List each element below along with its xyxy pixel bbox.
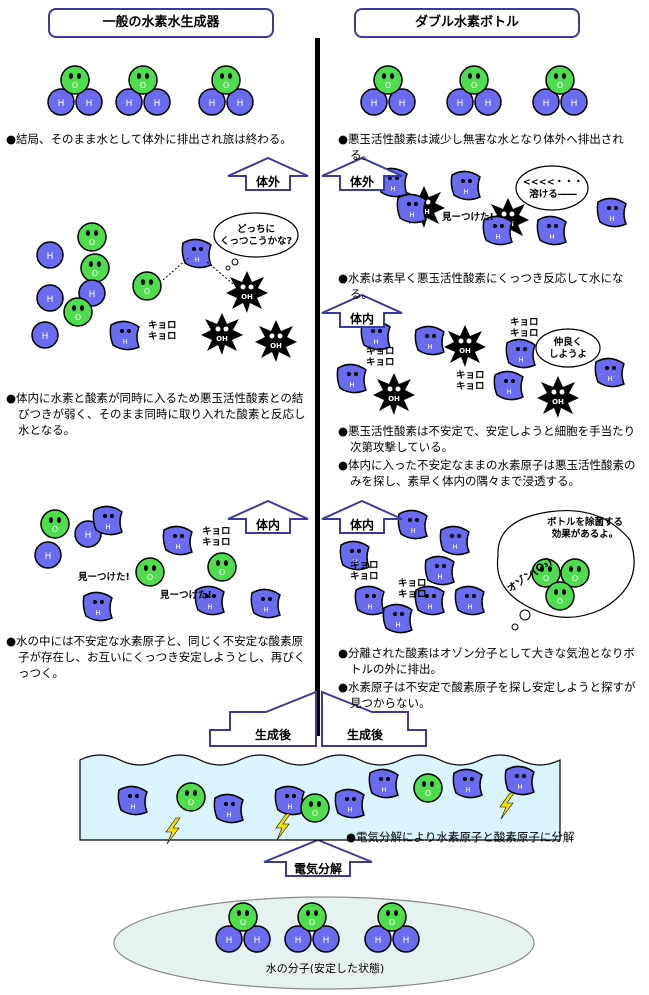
water-molecule bbox=[533, 66, 587, 115]
bottle-bubble-text: ボトルを除菌する 効果があるよ。 bbox=[546, 517, 623, 540]
hydrogen-atom bbox=[34, 541, 62, 569]
oxygen-atom bbox=[300, 793, 330, 823]
hydrogen-blob bbox=[181, 238, 212, 269]
hydrogen-blob bbox=[505, 338, 536, 369]
hydrogen-blob bbox=[450, 170, 481, 201]
hydrogen-blob bbox=[594, 357, 625, 388]
oxygen-atom bbox=[176, 782, 206, 812]
arrow-electrolysis bbox=[263, 838, 373, 877]
hydrogen-blob bbox=[439, 525, 470, 556]
hydrogen-atom bbox=[36, 241, 64, 269]
hydrogen-blob bbox=[109, 320, 140, 351]
oxygen-atom bbox=[207, 552, 237, 582]
left-kyoro-2: キョロ キョロ bbox=[202, 526, 231, 548]
hydrogen-blob bbox=[504, 765, 535, 796]
hydrogen-blob bbox=[536, 215, 567, 246]
hydrogen-blob bbox=[596, 197, 627, 228]
right-note-low2: 水素原子は不安定で酸素原子を探し安定しようと探すが見つからない。 bbox=[338, 679, 638, 711]
ozone-oxygen-atom bbox=[545, 581, 575, 611]
center-divider bbox=[315, 38, 320, 736]
hydrogen-blob bbox=[82, 591, 113, 622]
water-molecule bbox=[116, 66, 170, 115]
hydrogen-blob bbox=[250, 588, 281, 619]
right-mitsuketa: 見ーつけた! bbox=[442, 212, 494, 223]
left-header: 一般の水素水生成器 bbox=[48, 8, 274, 38]
hydrogen-blob bbox=[424, 555, 455, 586]
right-header: ダブル水素ボトル bbox=[354, 8, 580, 38]
hydrogen-blob bbox=[117, 785, 148, 816]
hydrogen-blob bbox=[368, 768, 399, 799]
hydrogen-blob bbox=[396, 193, 427, 224]
hydrogen-atom bbox=[36, 284, 64, 312]
hydrogen-blob bbox=[274, 785, 305, 816]
water-molecule bbox=[361, 66, 415, 115]
hydrogen-blob bbox=[354, 585, 385, 616]
oxygen-atom bbox=[63, 297, 93, 327]
oxygen-atom bbox=[413, 773, 443, 803]
right-bubble-top-text: <<<<・・・ 溶ける―― bbox=[522, 177, 584, 200]
oxygen-atom bbox=[77, 222, 107, 252]
hydrogen-blob bbox=[162, 525, 193, 556]
right-note-mid: 悪玉活性酸素は不安定で、安定しようと細胞を手当たり次第攻撃している。 体内に入っ… bbox=[338, 423, 638, 491]
right-note-low: 分離された酸素はオゾン分子として大きな気泡となりボトルの外に排出。 水素原子は不… bbox=[338, 645, 638, 713]
left-note-low: 水の中には不安定な水素原子と、同じく不安定な酸素原子が存在し、お互いにくっつき安… bbox=[6, 633, 306, 683]
right-kyoro-c: キョロ キョロ bbox=[456, 370, 485, 392]
hydrogen-blob bbox=[454, 585, 485, 616]
bad-active-oxygen bbox=[373, 373, 415, 415]
hydrogen-blob bbox=[452, 768, 483, 799]
hydrogen-blob bbox=[336, 363, 367, 394]
left-mitsuketa-2: 見ーつけた! bbox=[160, 590, 212, 601]
water-molecule bbox=[48, 66, 102, 115]
bad-active-oxygen bbox=[537, 376, 579, 418]
bad-active-oxygen bbox=[201, 313, 243, 355]
oxygen-atom bbox=[80, 253, 110, 283]
ellipse-label: 水の分子(安定した状態) bbox=[265, 962, 385, 975]
hydrogen-blob bbox=[397, 509, 428, 540]
right-note-upper-mid: 水素は素早く悪玉活性酸素にくっつき反応して水になる。 bbox=[338, 270, 638, 304]
water-molecule bbox=[199, 66, 253, 115]
water-note: 電気分解により水素原子と酸素原子に分解 bbox=[346, 829, 636, 847]
hydrogen-blob bbox=[414, 325, 445, 356]
right-note-mid2: 体内に入った不安定なままの水素原子は悪玉活性酸素のみを探し、素早く体内の隅々まで… bbox=[338, 457, 638, 489]
right-bubble-mid-text: 仲良く しようよ bbox=[548, 337, 587, 360]
bad-active-oxygen bbox=[444, 325, 486, 367]
right-note-mid1: 悪玉活性酸素は不安定で、安定しようと細胞を手当たり次第攻撃している。 bbox=[338, 423, 638, 455]
bad-active-oxygen bbox=[255, 320, 297, 362]
oxygen-atom bbox=[40, 509, 70, 539]
right-note-low1: 分離された酸素はオゾン分子として大きな気泡となりボトルの外に排出。 bbox=[338, 645, 638, 677]
left-note-mid: 体内に水素と酸素が同時に入るため悪玉活性酸素との結びつきが弱く、そのまま同時に取… bbox=[6, 390, 306, 440]
right-kyoro-a: キョロ キョロ bbox=[510, 317, 539, 339]
arrow-left-gen bbox=[209, 690, 317, 747]
right-kyoro-d: キョロ キョロ bbox=[350, 560, 379, 582]
hydrogen-atom bbox=[31, 321, 59, 349]
bad-active-oxygen bbox=[226, 271, 268, 313]
oxygen-atom bbox=[132, 271, 162, 301]
hydrogen-blob bbox=[334, 788, 365, 819]
hydrogen-blob bbox=[493, 370, 524, 401]
left-kyoro: キョロ キョロ bbox=[148, 320, 177, 342]
right-note-top: 悪玉活性酸素は減少し無害な水となり体外へ排出される。 bbox=[338, 131, 638, 165]
hydrogen-blob bbox=[92, 505, 123, 536]
left-note-top: 結局、そのまま水として体外に排出され旅は終わる。 bbox=[6, 131, 306, 149]
hydrogen-blob bbox=[382, 603, 413, 634]
left-bubble-text: どっちに くっつこうかな? bbox=[219, 224, 292, 247]
right-kyoro-b: キョロ キョロ bbox=[366, 346, 395, 368]
water-molecule bbox=[447, 66, 501, 115]
hydrogen-blob bbox=[213, 793, 244, 824]
oxygen-atom bbox=[135, 557, 165, 587]
right-kyoro-e: キョロ キョロ bbox=[398, 578, 427, 600]
left-mitsuketa-1: 見ーつけた! bbox=[78, 572, 130, 583]
